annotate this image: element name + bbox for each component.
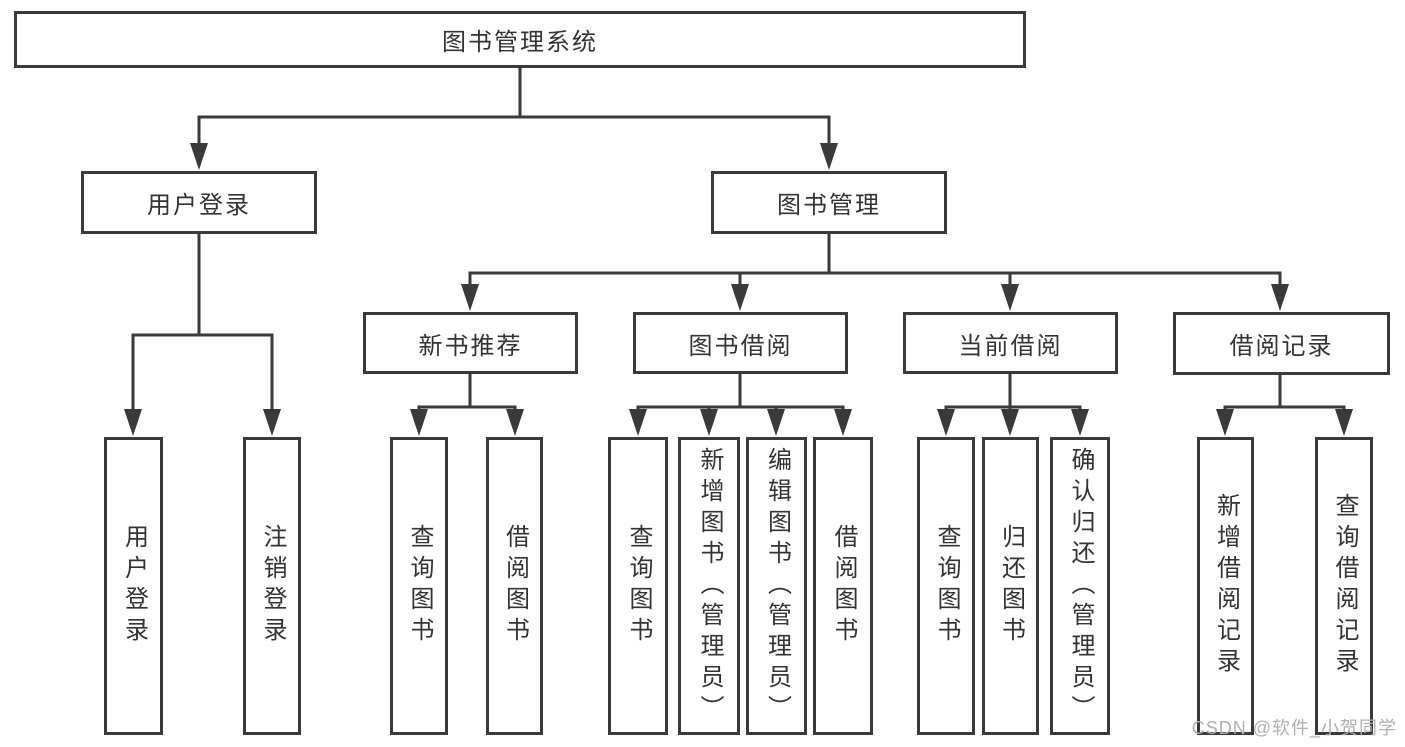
connector-new-book-recommendation-children — [410, 374, 524, 436]
node-label: 用户登录 — [147, 192, 251, 219]
node-label: 查询图书 — [625, 524, 652, 648]
csdn-watermark: CSDN @软件_小贺同学 — [1191, 718, 1397, 738]
arrow-down — [410, 409, 428, 436]
node-label: 查询借阅记录 — [1331, 493, 1358, 679]
node-nbr-query-books: 查询图书 — [390, 437, 448, 735]
node-cb-query-books: 查询图书 — [917, 437, 975, 735]
connector-book-management-to-level3 — [461, 234, 1289, 311]
connector-root-to-level2 — [190, 68, 838, 170]
node-cb-confirm-return-admin: 确认归还（管理员） — [1050, 437, 1110, 735]
arrow-down — [124, 409, 142, 436]
node-label: 用户登录 — [120, 524, 148, 648]
node-label: 图书管理系统 — [442, 29, 598, 56]
node-label: 借阅记录 — [1229, 333, 1334, 360]
arrow-down — [461, 284, 479, 311]
node-ul-user-login: 用户登录 — [104, 437, 163, 735]
node-nbr-borrow-books: 借阅图书 — [486, 437, 543, 735]
arrow-down — [190, 143, 208, 170]
arrow-down — [1216, 409, 1234, 436]
arrow-down — [629, 409, 647, 436]
node-br-add-borrow-record: 新增借阅记录 — [1197, 437, 1254, 735]
node-label: 编辑图书（管理员） — [763, 446, 791, 726]
node-label: 当前借阅 — [958, 332, 1063, 360]
node-label: 归还图书 — [997, 524, 1025, 648]
node-label: 确认归还（管理员） — [1067, 446, 1094, 726]
node-new-book-recommendation: 新书推荐 — [363, 312, 578, 374]
arrow-down — [1001, 409, 1019, 436]
node-label: 借阅图书 — [501, 524, 529, 648]
connector-borrowing-records-children — [1216, 374, 1353, 436]
arrow-down — [1001, 284, 1019, 311]
node-bb-add-books-admin: 新增图书（管理员） — [678, 437, 740, 735]
node-library-system: 图书管理系统 — [14, 11, 1026, 68]
node-label: 查询图书 — [406, 524, 433, 648]
connector-user-login-children — [124, 234, 281, 436]
node-label: 新增图书（管理员） — [696, 446, 723, 726]
node-label: 新增借阅记录 — [1212, 493, 1240, 679]
node-user-login: 用户登录 — [81, 171, 317, 234]
arrow-down — [700, 409, 718, 436]
node-label: 借阅图书 — [830, 524, 857, 648]
node-label: 查询图书 — [933, 524, 960, 648]
arrow-down — [506, 409, 524, 436]
node-cb-return-books: 归还图书 — [982, 437, 1039, 735]
node-br-query-borrow-record: 查询借阅记录 — [1315, 437, 1373, 735]
node-bb-borrow-books: 借阅图书 — [813, 437, 873, 735]
node-bb-query-books: 查询图书 — [608, 437, 668, 735]
node-book-management: 图书管理 — [711, 171, 947, 234]
node-current-borrowing: 当前借阅 — [903, 312, 1118, 374]
arrow-down — [937, 409, 955, 436]
node-book-borrowing: 图书借阅 — [633, 312, 848, 374]
connector-current-borrowing-children — [937, 374, 1089, 436]
arrow-down — [834, 409, 852, 436]
node-borrowing-records: 借阅记录 — [1173, 312, 1390, 375]
arrow-down — [820, 143, 838, 170]
node-bb-edit-books-admin: 编辑图书（管理员） — [746, 437, 807, 735]
node-ul-logout: 注销登录 — [243, 437, 301, 735]
node-label: 注销登录 — [259, 524, 286, 648]
node-label: 图书管理 — [777, 192, 881, 219]
arrow-down — [1335, 409, 1353, 436]
arrow-down — [1271, 284, 1289, 311]
arrow-down — [767, 409, 785, 436]
arrow-down — [731, 284, 749, 311]
arrow-down — [1071, 409, 1089, 436]
arrow-down — [263, 409, 281, 436]
node-label: 图书借阅 — [688, 332, 793, 360]
connector-book-borrowing-children — [629, 374, 852, 436]
node-label: 新书推荐 — [418, 332, 523, 360]
